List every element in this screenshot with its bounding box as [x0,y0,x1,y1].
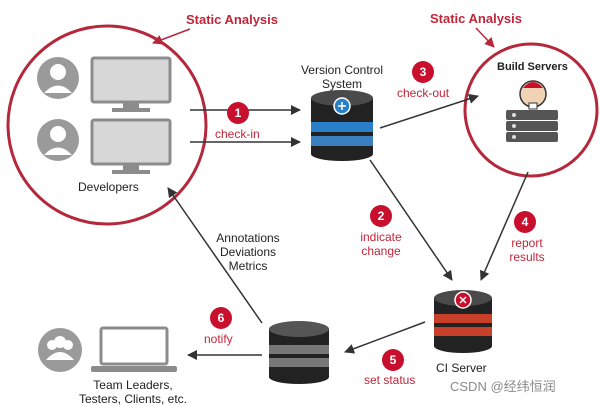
annotations-label: Annotations [216,231,280,245]
ci-server-database-icon [434,290,492,353]
vcs-database-icon [311,90,373,161]
build-servers-label: Build Servers [497,61,568,73]
step-3-label: check-out [397,86,450,100]
developer-avatar-icon [37,57,79,99]
step-4-label-line2: results [509,250,545,264]
jenkins-icon [519,80,547,110]
step-3-badge: 3 [412,61,434,83]
vcs-label-line2: System [321,77,362,91]
feedback-labels: Annotations Deviations Metrics [200,231,296,273]
step-2-label-line2: change [361,244,401,258]
team-label-line2: Testers, Clients, etc. [78,392,188,405]
arrow-check-out [379,94,479,129]
monitor-icon [90,118,172,174]
server-rack-icon [506,110,558,142]
vcs-label: Version Control System [290,63,394,91]
arrow-set-status [344,321,426,354]
step-6-badge: 6 [210,307,232,329]
ci-server-label: CI Server [436,361,487,375]
step-2-badge: 2 [370,205,392,227]
watermark: CSDN @经纬恒润 [450,379,556,394]
laptop-icon [91,326,177,372]
metrics-label: Metrics [228,259,268,273]
step-2-label: indicate change [350,230,412,258]
static-analysis-label-right: Static Analysis [430,11,523,26]
team-label-line1: Team Leaders, [93,378,173,392]
developers-label: Developers [78,180,139,194]
static-analysis-arrow-right [475,27,495,48]
arrow-indicate-change [369,159,453,281]
step-2-label-line1: indicate [360,230,402,244]
step-6-label: notify [204,332,233,346]
static-analysis-label-left: Static Analysis [186,12,279,27]
arrow-report-results [480,171,529,281]
team-group-icon [38,328,82,372]
step-1-badge: 1 [227,102,249,124]
step-4-badge: 4 [514,211,536,233]
step-4-label-line1: report [511,236,543,250]
step-4-label: report results [500,236,554,264]
vcs-label-line1: Version Control [300,63,384,77]
notification-database-icon [269,321,329,384]
step-5-badge: 5 [382,349,404,371]
step-1-label: check-in [215,127,260,141]
monitor-icon [90,56,172,112]
static-analysis-arrow-left [152,28,191,45]
team-label: Team Leaders, Testers, Clients, etc. [58,378,208,405]
deviations-label: Deviations [219,245,277,259]
developer-avatar-icon [37,119,79,161]
arrow-feedback [167,187,263,324]
step-5-label: set status [364,373,416,387]
